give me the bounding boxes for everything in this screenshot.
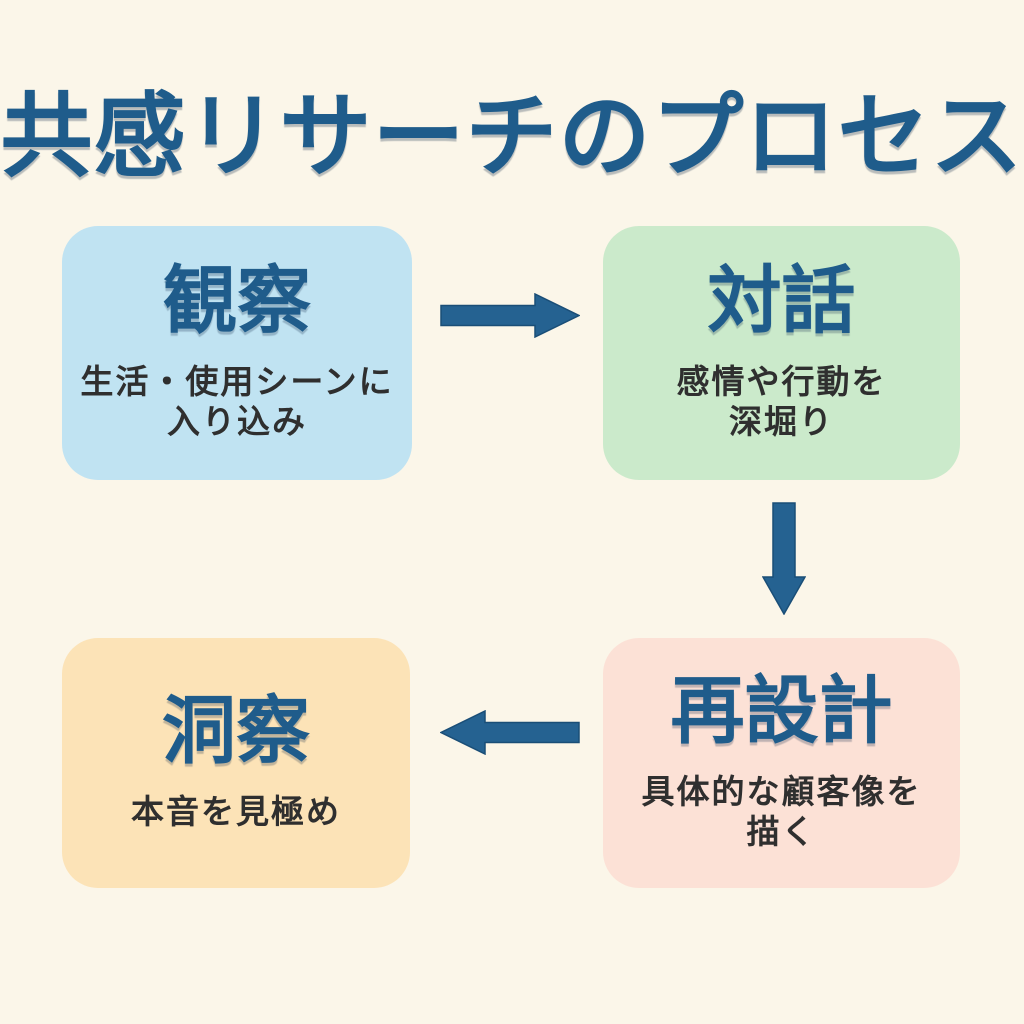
- process-step-observation: 観察 生活・使用シーンに 入り込み: [62, 226, 412, 480]
- step-description-observation: 生活・使用シーンに 入り込み: [80, 362, 394, 440]
- step-description-redesign: 具体的な顧客像を 描く: [641, 772, 922, 850]
- process-step-dialogue: 対話 感情や行動を 深堀り: [603, 226, 960, 480]
- step-title-insight: 洞察: [162, 688, 310, 772]
- process-step-redesign: 再設計 具体的な顧客像を 描く: [603, 638, 960, 888]
- arrow-right-icon: [440, 293, 580, 338]
- arrow-down-icon: [762, 502, 806, 615]
- step-title-dialogue: 対話: [707, 258, 856, 342]
- step-title-observation: 観察: [163, 258, 311, 342]
- step-description-dialogue: 感情や行動を 深堀り: [676, 362, 887, 440]
- page-title: 共感リサーチのプロセス: [0, 86, 1024, 188]
- process-step-insight: 洞察 本音を見極め: [62, 638, 410, 888]
- arrow-left-icon: [440, 710, 580, 755]
- step-title-redesign: 再設計: [670, 668, 893, 752]
- step-description-insight: 本音を見極め: [131, 792, 341, 830]
